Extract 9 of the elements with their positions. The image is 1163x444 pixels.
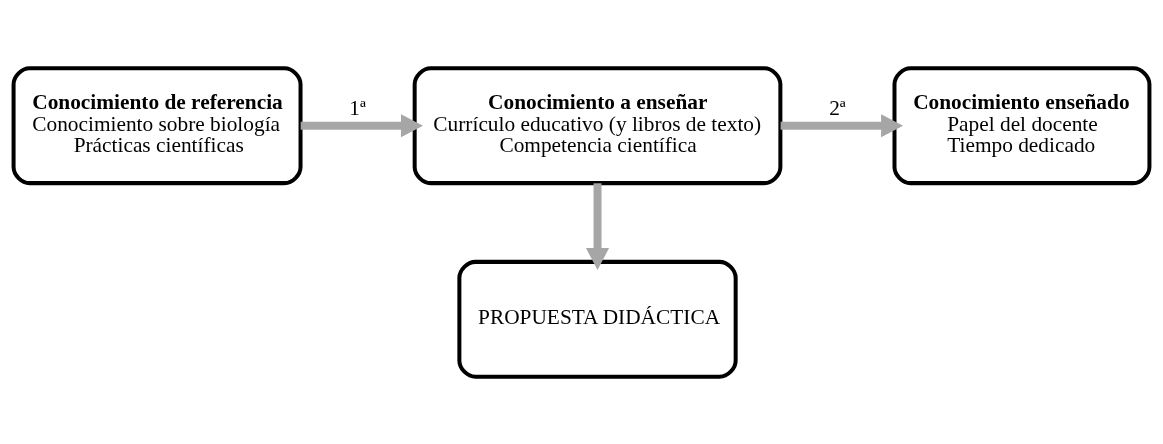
node-box: Conocimiento de referencia Conocimiento sobre biología Prácticas científicas <box>11 65 303 185</box>
arrow <box>780 113 904 137</box>
node-box: Conocimiento enseñado Papel del docente Tiempo dedicado <box>892 65 1152 185</box>
node-box: PROPUESTA DIDÁCTICA <box>457 259 738 379</box>
edge-label: 2ª <box>829 95 846 120</box>
node-box: Conocimiento a enseñar Currículo educativo (y libros de texto) Competencia científica <box>412 65 783 185</box>
arrow <box>586 182 610 270</box>
arrow <box>300 113 423 137</box>
edge-label: 1ª <box>349 95 366 120</box>
